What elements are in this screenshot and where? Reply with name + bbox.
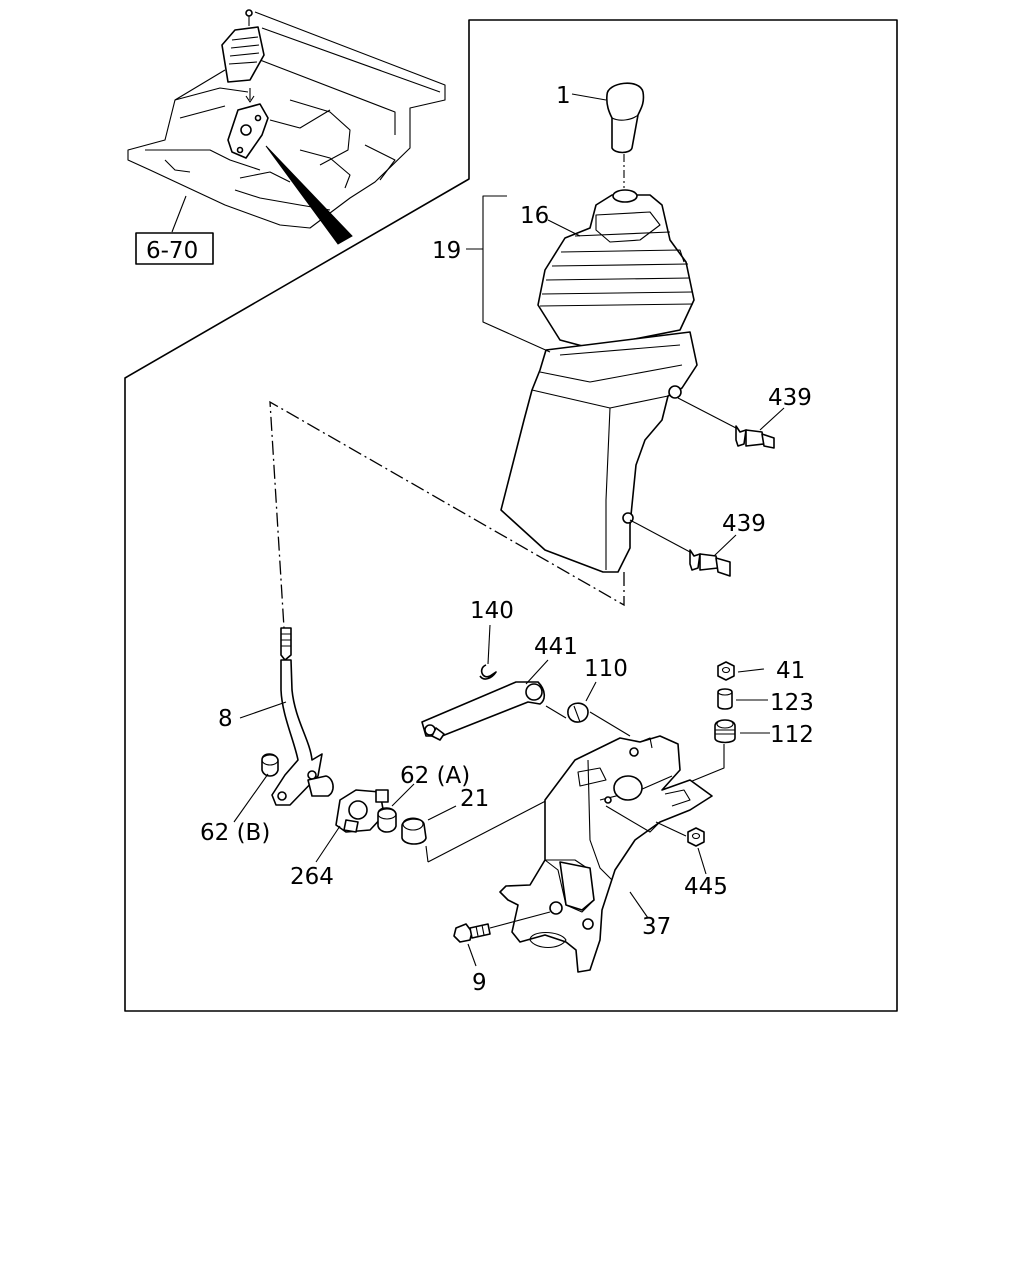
- nut-445: [655, 821, 705, 847]
- assembly-line-right: [679, 744, 725, 787]
- callout-leader-boot: [547, 219, 581, 237]
- callout-bracket: 37: [642, 914, 671, 940]
- shift-knob: [606, 82, 645, 188]
- assembly-centerline: [269, 400, 625, 629]
- callout-leader-knob: [571, 93, 607, 101]
- callout-collar: 123: [770, 690, 814, 716]
- bush-b: [261, 753, 279, 777]
- collar-123: [717, 688, 733, 710]
- clip: [479, 664, 497, 680]
- callout-bush-21: 21: [460, 786, 489, 812]
- control-arm: [421, 681, 546, 741]
- group-bracket-19: [482, 195, 551, 353]
- callout-plate: 264: [290, 864, 334, 890]
- callout-bolt: 9: [472, 970, 487, 996]
- callout-clip: 140: [470, 598, 514, 624]
- bolt: [453, 911, 551, 943]
- callout-screw-lower: 439: [722, 511, 766, 537]
- callout-bush-a: 62 (A): [400, 763, 470, 789]
- mounting-plate: [335, 789, 389, 833]
- callout-knob: 1: [556, 83, 571, 109]
- callout-arm: 441: [534, 634, 578, 660]
- bush-a: [377, 807, 397, 833]
- bushing-112: [714, 719, 736, 744]
- callout-nut-445: 445: [684, 874, 728, 900]
- lever-cover: [500, 331, 698, 573]
- floor-overview-inset: [127, 9, 446, 245]
- shift-lever: [271, 627, 334, 806]
- callout-cover-group: 19: [432, 238, 461, 264]
- bracket: [499, 735, 713, 973]
- callout-lever: 8: [218, 706, 233, 732]
- reference-box: [135, 232, 214, 265]
- diagram-frame: [124, 19, 898, 1012]
- nut-41: [717, 661, 735, 681]
- spring: [545, 702, 631, 737]
- screw-lower: [629, 519, 731, 577]
- callout-bush-b: 62 (B): [200, 820, 270, 846]
- screw-upper: [677, 397, 775, 449]
- callout-spring: 110: [584, 656, 628, 682]
- callout-bushing: 112: [770, 722, 814, 748]
- callout-boot: 16: [520, 203, 549, 229]
- shift-boot: [537, 189, 695, 349]
- reference-box-label: 6-70: [146, 238, 198, 264]
- bush-21: [401, 817, 427, 845]
- callout-screw-upper: 439: [768, 385, 812, 411]
- callout-nut-41: 41: [776, 658, 805, 684]
